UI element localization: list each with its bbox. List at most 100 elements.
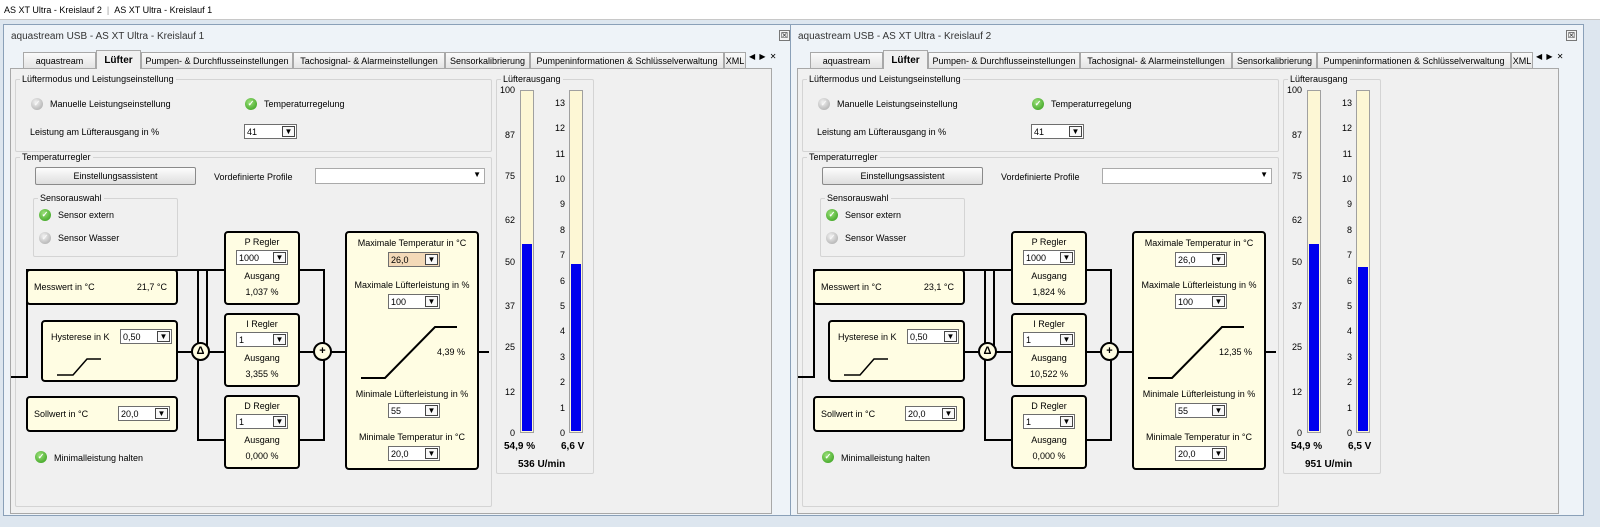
chevron-down-icon[interactable]: ▼: [157, 331, 170, 342]
app-window-kreislauf-2: aquastream USB - AS XT Ultra - Kreislauf…: [790, 24, 1584, 516]
hysterese-combo[interactable]: 0,50 ▼: [907, 329, 959, 344]
max-fan-combo[interactable]: 100 ▼: [388, 294, 440, 309]
d-combo[interactable]: 1 ▼: [236, 414, 288, 429]
tab-sensorkalibrierung[interactable]: Sensorkalibrierung: [445, 52, 530, 68]
sollwert-combo[interactable]: 20,0 ▼: [118, 406, 170, 421]
profiles-dropdown[interactable]: ▼: [1102, 168, 1272, 184]
tab-pumpeninformationen[interactable]: Pumpeninformationen & Schlüsselverwaltun…: [1317, 52, 1511, 68]
radio-manual-icon[interactable]: ✓: [31, 98, 43, 110]
tab-xml[interactable]: XML: [1511, 52, 1533, 68]
radio-sensor-external-icon[interactable]: ✓: [826, 209, 838, 221]
tab-tachosignal-alarm[interactable]: Tachosignal- & Alarmeinstellungen: [293, 52, 445, 68]
chevron-down-icon[interactable]: ▼: [425, 296, 438, 307]
block-i-regler: I Regler 1 ▼ Ausgang 10,522 %: [1011, 313, 1087, 387]
i-combo[interactable]: 1 ▼: [236, 332, 288, 347]
min-temp-combo[interactable]: 20,0 ▼: [388, 446, 440, 461]
fan-voltage-readout: 6,5 V: [1348, 441, 1372, 452]
radio-temperature-icon[interactable]: ✓: [245, 98, 257, 110]
chevron-down-icon[interactable]: ▼: [1060, 416, 1073, 427]
sollwert-label: Sollwert in °C: [821, 409, 876, 419]
wire: [1086, 439, 1112, 441]
i-combo[interactable]: 1 ▼: [1023, 332, 1075, 347]
group-fan-output-label: Lüfterausgang: [501, 74, 563, 84]
tab-tachosignal-alarm[interactable]: Tachosignal- & Alarmeinstellungen: [1080, 52, 1232, 68]
radio-sensor-external-icon[interactable]: ✓: [39, 209, 51, 221]
assistant-button[interactable]: Einstellungsassistent: [822, 167, 983, 185]
i-ausgang-value: 10,522 %: [1029, 369, 1069, 379]
max-temp-combo[interactable]: 26,0 ▼: [1175, 252, 1227, 267]
pct-tick-label: 37: [1291, 301, 1302, 312]
assistant-button[interactable]: Einstellungsassistent: [35, 167, 196, 185]
pct-tick-label: 0: [509, 428, 515, 438]
min-fan-combo[interactable]: 55 ▼: [1175, 403, 1227, 418]
block-sollwert: Sollwert in °C 20,0 ▼: [26, 396, 178, 432]
sollwert-combo[interactable]: 20,0 ▼: [905, 406, 957, 421]
block-d-regler: D Regler 1 ▼ Ausgang 0,000 %: [224, 395, 300, 469]
profiles-dropdown[interactable]: ▼: [315, 168, 485, 184]
chevron-down-icon[interactable]: ▼: [425, 405, 438, 416]
min-temp-combo[interactable]: 20,0 ▼: [1175, 446, 1227, 461]
power-combo[interactable]: 41 ▼: [244, 124, 297, 139]
wire: [299, 439, 325, 441]
chevron-down-icon[interactable]: ▼: [425, 448, 438, 459]
radio-temperature-icon[interactable]: ✓: [1032, 98, 1044, 110]
fan-rpm-readout: 536 U/min: [518, 459, 566, 470]
chevron-down-icon[interactable]: ▼: [1212, 254, 1225, 265]
radio-sensor-water-icon[interactable]: ✓: [39, 232, 51, 244]
chevron-down-icon[interactable]: ▼: [1069, 126, 1082, 137]
tab-strip: aquastream Lüfter Pumpen- & Durchflussei…: [791, 50, 1583, 69]
p-combo[interactable]: 1000 ▼: [236, 250, 288, 265]
tab-scroll-arrows[interactable]: ◀ ▶ ✕: [749, 52, 778, 61]
window-close-icon[interactable]: ☒: [779, 30, 790, 41]
hysterese-label: Hysterese in K: [838, 332, 897, 342]
chevron-down-icon[interactable]: ▼: [273, 416, 286, 427]
tab-luefter[interactable]: Lüfter: [96, 50, 141, 69]
radio-sensor-water-icon[interactable]: ✓: [826, 232, 838, 244]
hysterese-combo[interactable]: 0,50 ▼: [120, 329, 172, 344]
power-combo[interactable]: 41 ▼: [1031, 124, 1084, 139]
power-label: Leistung am Lüfterausgang in %: [817, 127, 947, 137]
chevron-down-icon[interactable]: ▼: [1060, 334, 1073, 345]
tab-scroll-arrows[interactable]: ◀ ▶ ✕: [1536, 52, 1565, 61]
tab-aquastream[interactable]: aquastream: [810, 52, 883, 68]
chevron-down-icon[interactable]: ▼: [282, 126, 295, 137]
min-temp-value: 20,0: [1178, 448, 1196, 459]
group-sensor-label: Sensorauswahl: [38, 193, 104, 203]
chevron-down-icon[interactable]: ▼: [155, 408, 168, 419]
voltage-tick-label: 13: [1341, 97, 1352, 108]
checkbox-min-power-icon[interactable]: ✓: [822, 451, 834, 463]
fan-percent-bar: [520, 90, 534, 433]
chevron-down-icon[interactable]: ▼: [944, 331, 957, 342]
tab-luefter[interactable]: Lüfter: [883, 50, 928, 69]
chevron-down-icon[interactable]: ▼: [1212, 405, 1225, 416]
p-combo[interactable]: 1000 ▼: [1023, 250, 1075, 265]
chevron-down-icon[interactable]: ▼: [273, 252, 286, 263]
chevron-down-icon[interactable]: ▼: [273, 334, 286, 345]
taskbar-tab-kreislauf-2[interactable]: AS XT Ultra - Kreislauf 2: [4, 4, 102, 15]
hysteresis-curve-icon: [844, 358, 888, 376]
chevron-down-icon[interactable]: ▼: [1212, 296, 1225, 307]
tab-pumpen-durchfluss[interactable]: Pumpen- & Durchflusseinstellungen: [928, 52, 1080, 68]
wire: [984, 269, 1016, 271]
pct-tick-label: 100: [1286, 85, 1302, 95]
tab-pumpen-durchfluss[interactable]: Pumpen- & Durchflusseinstellungen: [141, 52, 293, 68]
tab-xml[interactable]: XML: [724, 52, 746, 68]
tab-aquastream[interactable]: aquastream: [23, 52, 96, 68]
window-close-icon[interactable]: ☒: [1566, 30, 1577, 41]
checkbox-min-power-icon[interactable]: ✓: [35, 451, 47, 463]
taskbar-tab-kreislauf-1[interactable]: AS XT Ultra - Kreislauf 1: [114, 4, 213, 15]
tab-sensorkalibrierung[interactable]: Sensorkalibrierung: [1232, 52, 1317, 68]
block-curve: Maximale Temperatur in °C 26,0 ▼ Maximal…: [1132, 231, 1266, 470]
chevron-down-icon[interactable]: ▼: [1212, 448, 1225, 459]
min-fan-combo[interactable]: 55 ▼: [388, 403, 440, 418]
group-temp-controller: Temperaturregler: [802, 152, 1279, 507]
chevron-down-icon[interactable]: ▼: [425, 254, 438, 265]
max-fan-combo[interactable]: 100 ▼: [1175, 294, 1227, 309]
radio-manual-icon[interactable]: ✓: [818, 98, 830, 110]
tab-pumpeninformationen[interactable]: Pumpeninformationen & Schlüsselverwaltun…: [530, 52, 724, 68]
chevron-down-icon[interactable]: ▼: [1060, 252, 1073, 263]
chevron-down-icon[interactable]: ▼: [942, 408, 955, 419]
max-temp-combo[interactable]: 26,0 ▼: [388, 252, 440, 267]
d-combo[interactable]: 1 ▼: [1023, 414, 1075, 429]
curve-output-value: 12,35 %: [1218, 347, 1252, 357]
